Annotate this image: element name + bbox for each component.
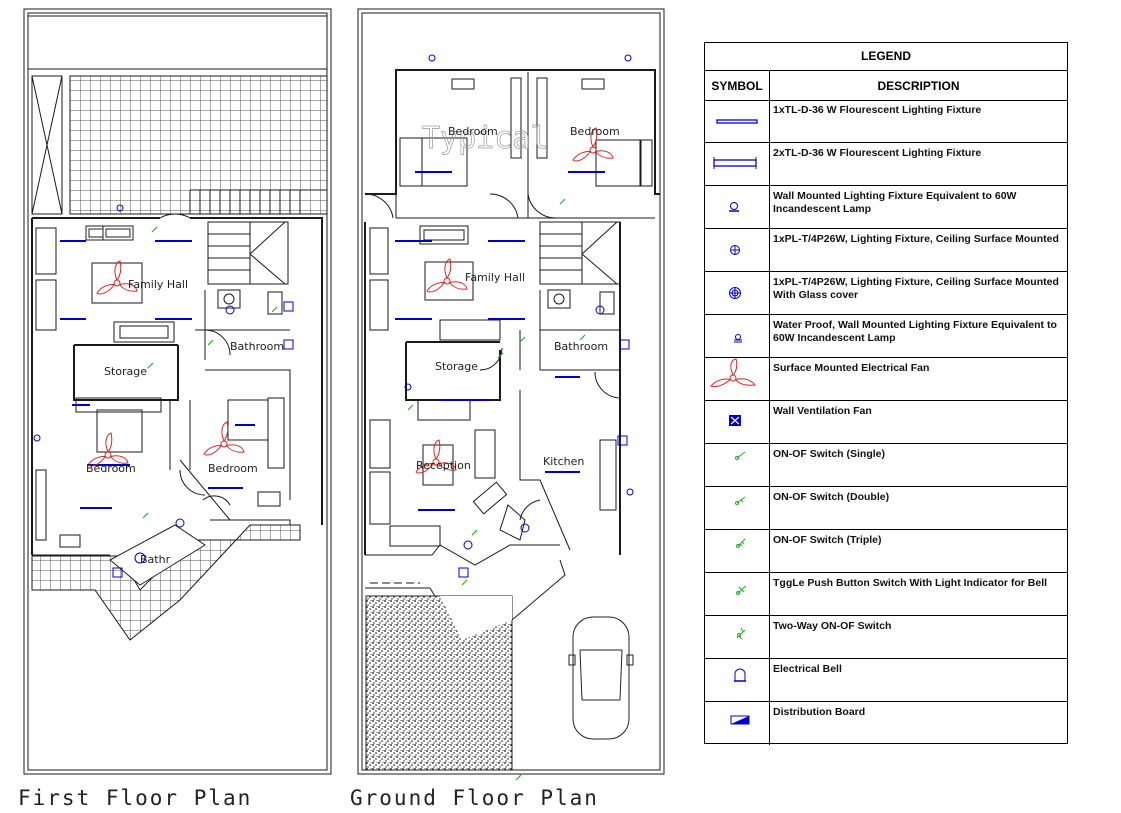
legend-row: Two-Way ON-OF Switch: [705, 616, 1067, 659]
single-tube-light-icon: [705, 100, 770, 142]
legend-row: Surface Mounted Electrical Fan: [705, 358, 1067, 401]
legend-row: ON-OF Switch (Single): [705, 444, 1067, 487]
legend-description: 1xTL-D-36 W Flourescent Lighting Fixture: [773, 104, 982, 116]
legend-description: 2xTL-D-36 W Flourescent Lighting Fixture: [773, 147, 982, 159]
switch-single-icon: [705, 444, 770, 486]
ceiling-light-glass-icon: [705, 272, 770, 314]
legend-row: TggLe Push Button Switch With Light Indi…: [705, 573, 1067, 616]
room-label-kitchen: Kitchen: [543, 455, 584, 468]
legend-row: 2xTL-D-36 W Flourescent Lighting Fixture: [705, 143, 1067, 186]
waterproof-lamp-icon: [705, 315, 770, 357]
room-label-storage: Storage: [435, 360, 478, 373]
legend-row: Electrical Bell: [705, 659, 1067, 702]
legend-row: 1xPL-T/4P26W, Lighting Fixture, Ceiling …: [705, 229, 1067, 272]
first-floor-plan-title: First Floor Plan: [18, 786, 253, 810]
room-label-reception: Reception: [416, 459, 471, 472]
room-label-bedroom: Bedroom: [86, 462, 136, 475]
room-label-bath: Bathr: [140, 553, 171, 566]
first-floor-fixtures: [60, 240, 255, 509]
room-label-bedroom: Bedroom: [208, 462, 258, 475]
room-label-family-hall: Family Hall: [128, 278, 188, 291]
room-label-bathroom: Bathroom: [230, 340, 284, 353]
legend-description: Water Proof, Wall Mounted Lighting Fixtu…: [773, 319, 1057, 344]
symbol-column-header: SYMBOL: [705, 70, 770, 101]
first-floor-room-labels: Family Hall Storage Bathroom Bedroom Bed…: [86, 278, 284, 566]
ceiling-light-icon: [705, 229, 770, 271]
wall-lamp-icon: [705, 186, 770, 228]
typical-watermark: Typical: [422, 121, 548, 156]
two-way-switch-icon: [705, 616, 770, 658]
first-floor-plan: [23, 8, 332, 775]
legend-description: ON-OF Switch (Triple): [773, 534, 882, 546]
legend-description: ON-OF Switch (Double): [773, 491, 890, 503]
legend-description: 1xPL-T/4P26W, Lighting Fixture, Ceiling …: [773, 276, 1059, 301]
switch-triple-icon: [705, 530, 770, 572]
legend-row: 1xTL-D-36 W Flourescent Lighting Fixture: [705, 100, 1067, 143]
legend-description: Electrical Bell: [773, 663, 842, 675]
legend-description: 1xPL-T/4P26W, Lighting Fixture, Ceiling …: [773, 233, 1059, 245]
legend-row: Wall Mounted Lighting Fixture Equivalent…: [705, 186, 1067, 229]
legend-description: Wall Mounted Lighting Fixture Equivalent…: [773, 190, 1017, 215]
switch-double-icon: [705, 487, 770, 529]
floor-plans-drawing: Family Hall Storage Bathroom Bedroom Bed…: [23, 8, 665, 781]
legend-row: ON-OF Switch (Triple): [705, 530, 1067, 573]
room-label-storage: Storage: [104, 365, 147, 378]
room-label-family-hall: Family Hall: [465, 271, 525, 284]
ground-floor-room-labels: Typical Bedroom Bedroom Family Hall Stor…: [416, 121, 620, 472]
legend-description: Wall Ventilation Fan: [773, 405, 872, 417]
room-label-bedroom: Bedroom: [448, 125, 498, 138]
ground-floor-plan-title: Ground Floor Plan: [350, 786, 599, 810]
legend-row: ON-OF Switch (Double): [705, 487, 1067, 530]
car: [568, 616, 634, 740]
legend-description: TggLe Push Button Switch With Light Indi…: [773, 577, 1048, 589]
bell-push-switch-icon: [705, 573, 770, 615]
legend-description: Distribution Board: [773, 706, 866, 718]
double-tube-light-icon: [705, 143, 770, 185]
ground-floor-fixtures: [395, 171, 605, 511]
room-label-bathroom: Bathroom: [554, 340, 608, 353]
legend-row: Wall Ventilation Fan: [705, 401, 1067, 444]
electrical-bell-icon: [705, 659, 770, 701]
legend-description: Surface Mounted Electrical Fan: [773, 362, 930, 374]
legend-title: LEGEND: [705, 43, 1067, 71]
legend-description: ON-OF Switch (Single): [773, 448, 885, 460]
ceiling-fan-icon: [705, 358, 770, 400]
distribution-board-icon: [705, 702, 770, 745]
legend-row: 1xPL-T/4P26W, Lighting Fixture, Ceiling …: [705, 272, 1067, 315]
description-column-header: DESCRIPTION: [770, 70, 1067, 101]
legend-table: LEGEND SYMBOL DESCRIPTION 1xTL-D-36 W Fl…: [704, 42, 1068, 745]
room-label-bedroom: Bedroom: [570, 125, 620, 138]
legend-row: Water Proof, Wall Mounted Lighting Fixtu…: [705, 315, 1067, 358]
ventilation-fan-icon: [705, 401, 770, 443]
legend-description: Two-Way ON-OF Switch: [773, 620, 892, 632]
legend-row: Distribution Board: [705, 702, 1067, 745]
